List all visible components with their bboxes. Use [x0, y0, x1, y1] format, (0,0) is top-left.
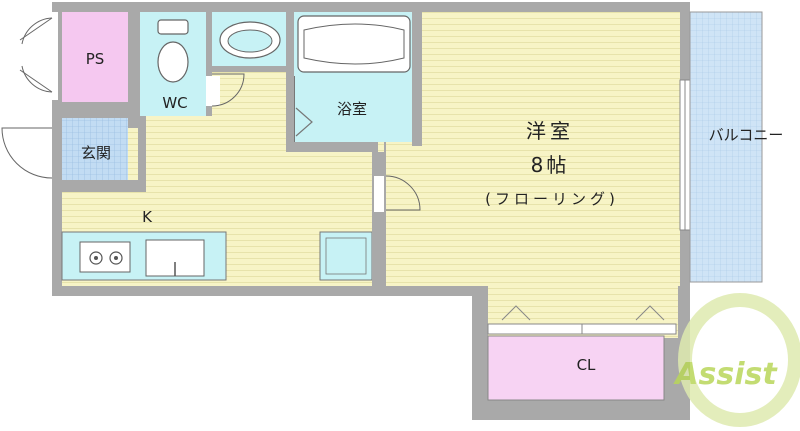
toilet-icon [157, 41, 189, 83]
assist-logo: Assist [673, 293, 800, 427]
western-room-floor [386, 12, 680, 286]
laundry-space [319, 231, 373, 281]
closet-door-left-icon [501, 305, 531, 321]
kitchen-label: K [142, 208, 153, 226]
bath-label: 浴室 [337, 100, 367, 118]
balcony [689, 11, 763, 283]
wc-door-icon [211, 73, 245, 107]
wc-label: WC [162, 94, 187, 112]
room-door-icon [385, 175, 421, 211]
closet [487, 335, 665, 401]
room-size-label: 8帖 [531, 153, 570, 177]
ps-door-icon [21, 17, 53, 93]
bath-door-icon [295, 107, 313, 137]
closet-label: CL [577, 356, 596, 374]
sink-bowl-icon [227, 29, 273, 53]
flooring-label: (フローリング) [485, 190, 619, 208]
closet-door-right-icon [635, 305, 665, 321]
toilet-tank-icon [157, 19, 189, 35]
ps-room [62, 12, 128, 102]
svg-text:Assist: Assist [673, 357, 778, 392]
bathtub-inner-icon [303, 23, 405, 65]
entrance-floor [62, 118, 128, 180]
entrance-door-icon [1, 127, 53, 179]
western-room-label: 洋室 [526, 119, 574, 143]
balcony-label: バルコニー [709, 126, 784, 144]
ps-label: PS [86, 50, 105, 68]
entrance-label: 玄関 [81, 144, 111, 162]
